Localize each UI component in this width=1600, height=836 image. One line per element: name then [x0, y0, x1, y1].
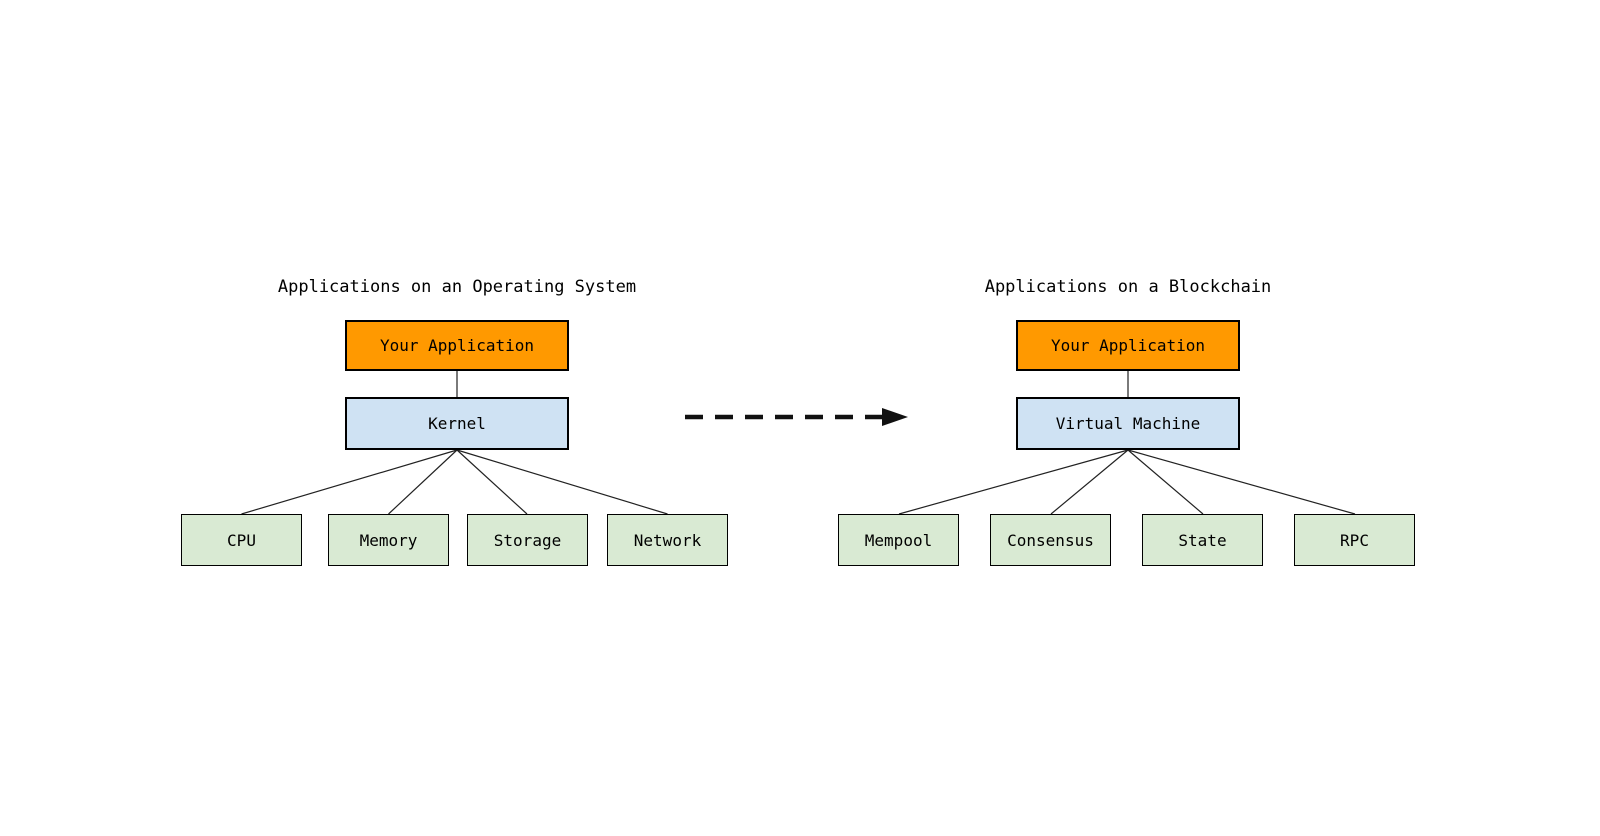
left-component-box-storage: Storage — [467, 514, 588, 566]
left-component-box-memory: Memory — [328, 514, 449, 566]
right-vm-to-consensus-connector — [1050, 449, 1129, 515]
left-component-box-network: Network — [607, 514, 728, 566]
left-kernel-to-memory-connector — [388, 449, 458, 515]
right-component-box-mempool: Mempool — [838, 514, 959, 566]
left-kernel-to-cpu-connector — [241, 449, 458, 515]
right-diagram-title: Applications on a Blockchain — [984, 277, 1272, 297]
right-component-box-state: State — [1142, 514, 1263, 566]
right-your-application-box: Your Application — [1016, 320, 1240, 371]
right-vm-to-state-connector — [1127, 449, 1204, 515]
right-component-box-consensus: Consensus — [990, 514, 1111, 566]
right-vm-to-mempool-connector — [898, 449, 1129, 515]
left-kernel-box: Kernel — [345, 397, 569, 450]
left-kernel-to-network-connector — [456, 449, 668, 515]
left-your-application-box: Your Application — [345, 320, 569, 371]
right-component-box-rpc: RPC — [1294, 514, 1415, 566]
transition-arrow-head-icon — [882, 408, 908, 426]
left-component-box-cpu: CPU — [181, 514, 302, 566]
left-diagram-title: Applications on an Operating System — [277, 277, 637, 297]
left-kernel-to-storage-connector — [456, 449, 528, 515]
right-vm-to-rpc-connector — [1127, 449, 1356, 515]
right-virtual-machine-box: Virtual Machine — [1016, 397, 1240, 450]
